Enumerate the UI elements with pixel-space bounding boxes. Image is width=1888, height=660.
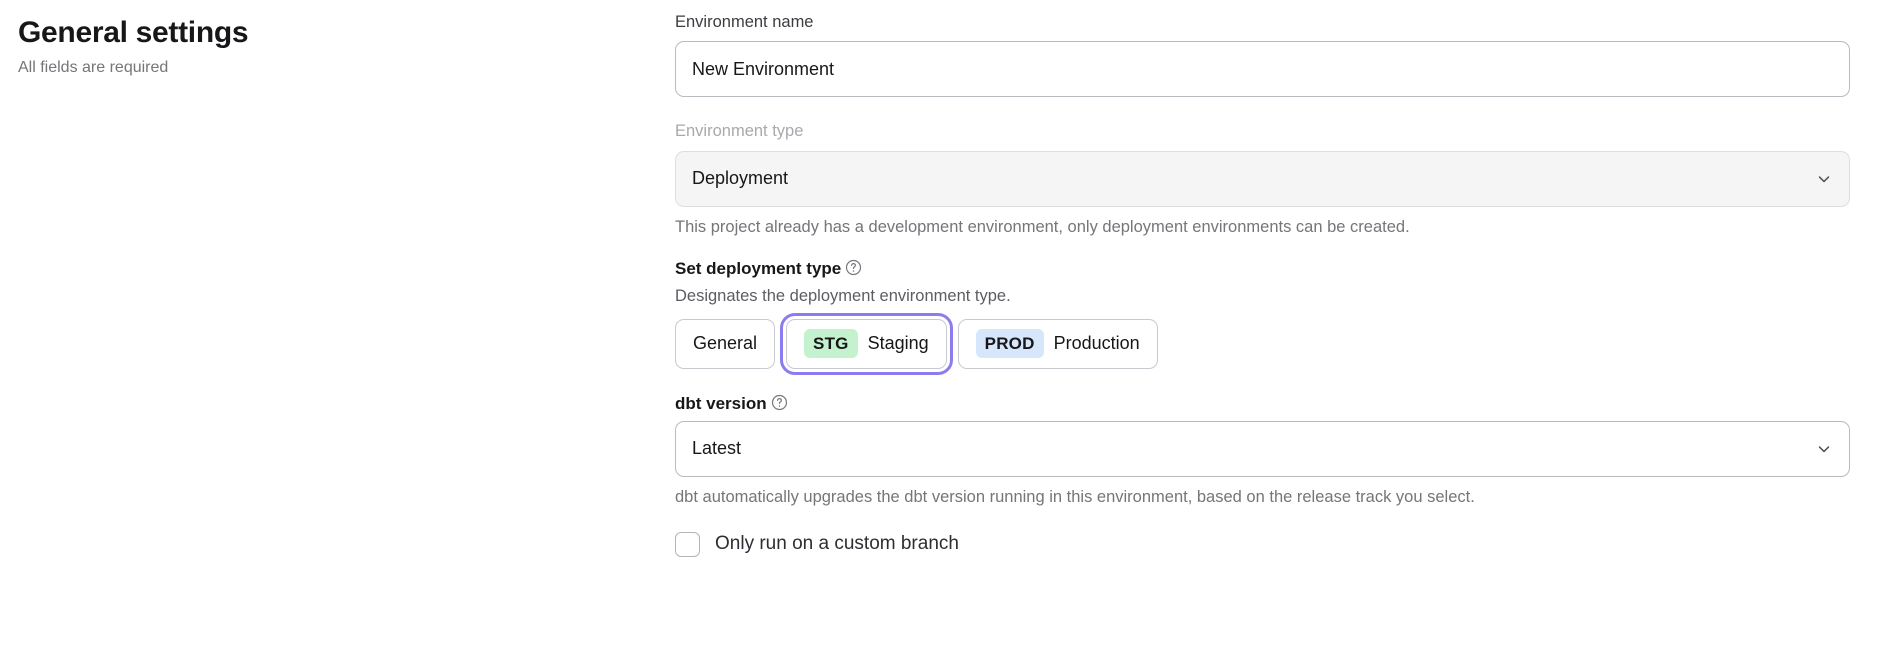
environment-type-helper: This project already has a development e…: [675, 217, 1410, 236]
prod-badge: PROD: [975, 329, 1044, 359]
deployment-type-label-row: Set deployment type: [675, 258, 1850, 280]
deployment-type-option-general[interactable]: General: [675, 318, 776, 369]
custom-branch-label[interactable]: Only run on a custom branch: [715, 533, 959, 555]
environment-type-label: Environment type: [675, 122, 804, 141]
deployment-type-field: Set deployment type Designates the deplo…: [675, 258, 1850, 375]
dbt-version-helper: dbt automatically upgrades the dbt versi…: [675, 487, 1475, 506]
environment-name-field: Environment name: [675, 12, 1850, 98]
environment-type-value: Deployment: [692, 168, 789, 189]
page-subtitle: All fields are required: [18, 58, 169, 76]
dbt-version-label-row: dbt version: [675, 393, 1850, 415]
environment-name-input[interactable]: [675, 41, 1850, 98]
dbt-version-label: dbt version: [675, 393, 767, 413]
deployment-type-option-staging-label: Staging: [867, 333, 929, 354]
chevron-down-icon: [1816, 171, 1832, 187]
environment-type-field: Environment type Deployment This project…: [675, 121, 1850, 238]
stg-badge: STG: [804, 329, 858, 359]
custom-branch-checkbox[interactable]: [675, 532, 700, 558]
deployment-type-label: Set deployment type: [675, 259, 842, 279]
deployment-type-description: Designates the deployment environment ty…: [675, 287, 1011, 306]
deployment-type-option-production[interactable]: PROD Production: [957, 318, 1158, 369]
deployment-type-option-staging[interactable]: STG Staging: [780, 312, 953, 375]
settings-header: General settings All fields are required: [18, 14, 618, 78]
environment-name-label: Environment name: [675, 13, 814, 31]
chevron-down-icon: [1816, 441, 1832, 457]
deployment-type-option-general-label: General: [693, 333, 758, 354]
page-title: General settings: [18, 16, 249, 49]
help-circle-icon[interactable]: [845, 259, 862, 276]
deployment-type-option-production-label: Production: [1053, 333, 1140, 354]
dbt-version-value: Latest: [692, 438, 742, 459]
general-settings-form: Environment name Environment type Deploy…: [675, 12, 1850, 558]
help-circle-icon[interactable]: [771, 394, 788, 411]
deployment-type-options: General STG Staging PROD Production: [675, 312, 1850, 375]
environment-type-select: Deployment: [675, 150, 1850, 207]
dbt-version-field: dbt version Latest dbt automatically upg…: [675, 393, 1850, 508]
custom-branch-row: Only run on a custom branch: [675, 532, 1850, 558]
dbt-version-select[interactable]: Latest: [675, 420, 1850, 477]
